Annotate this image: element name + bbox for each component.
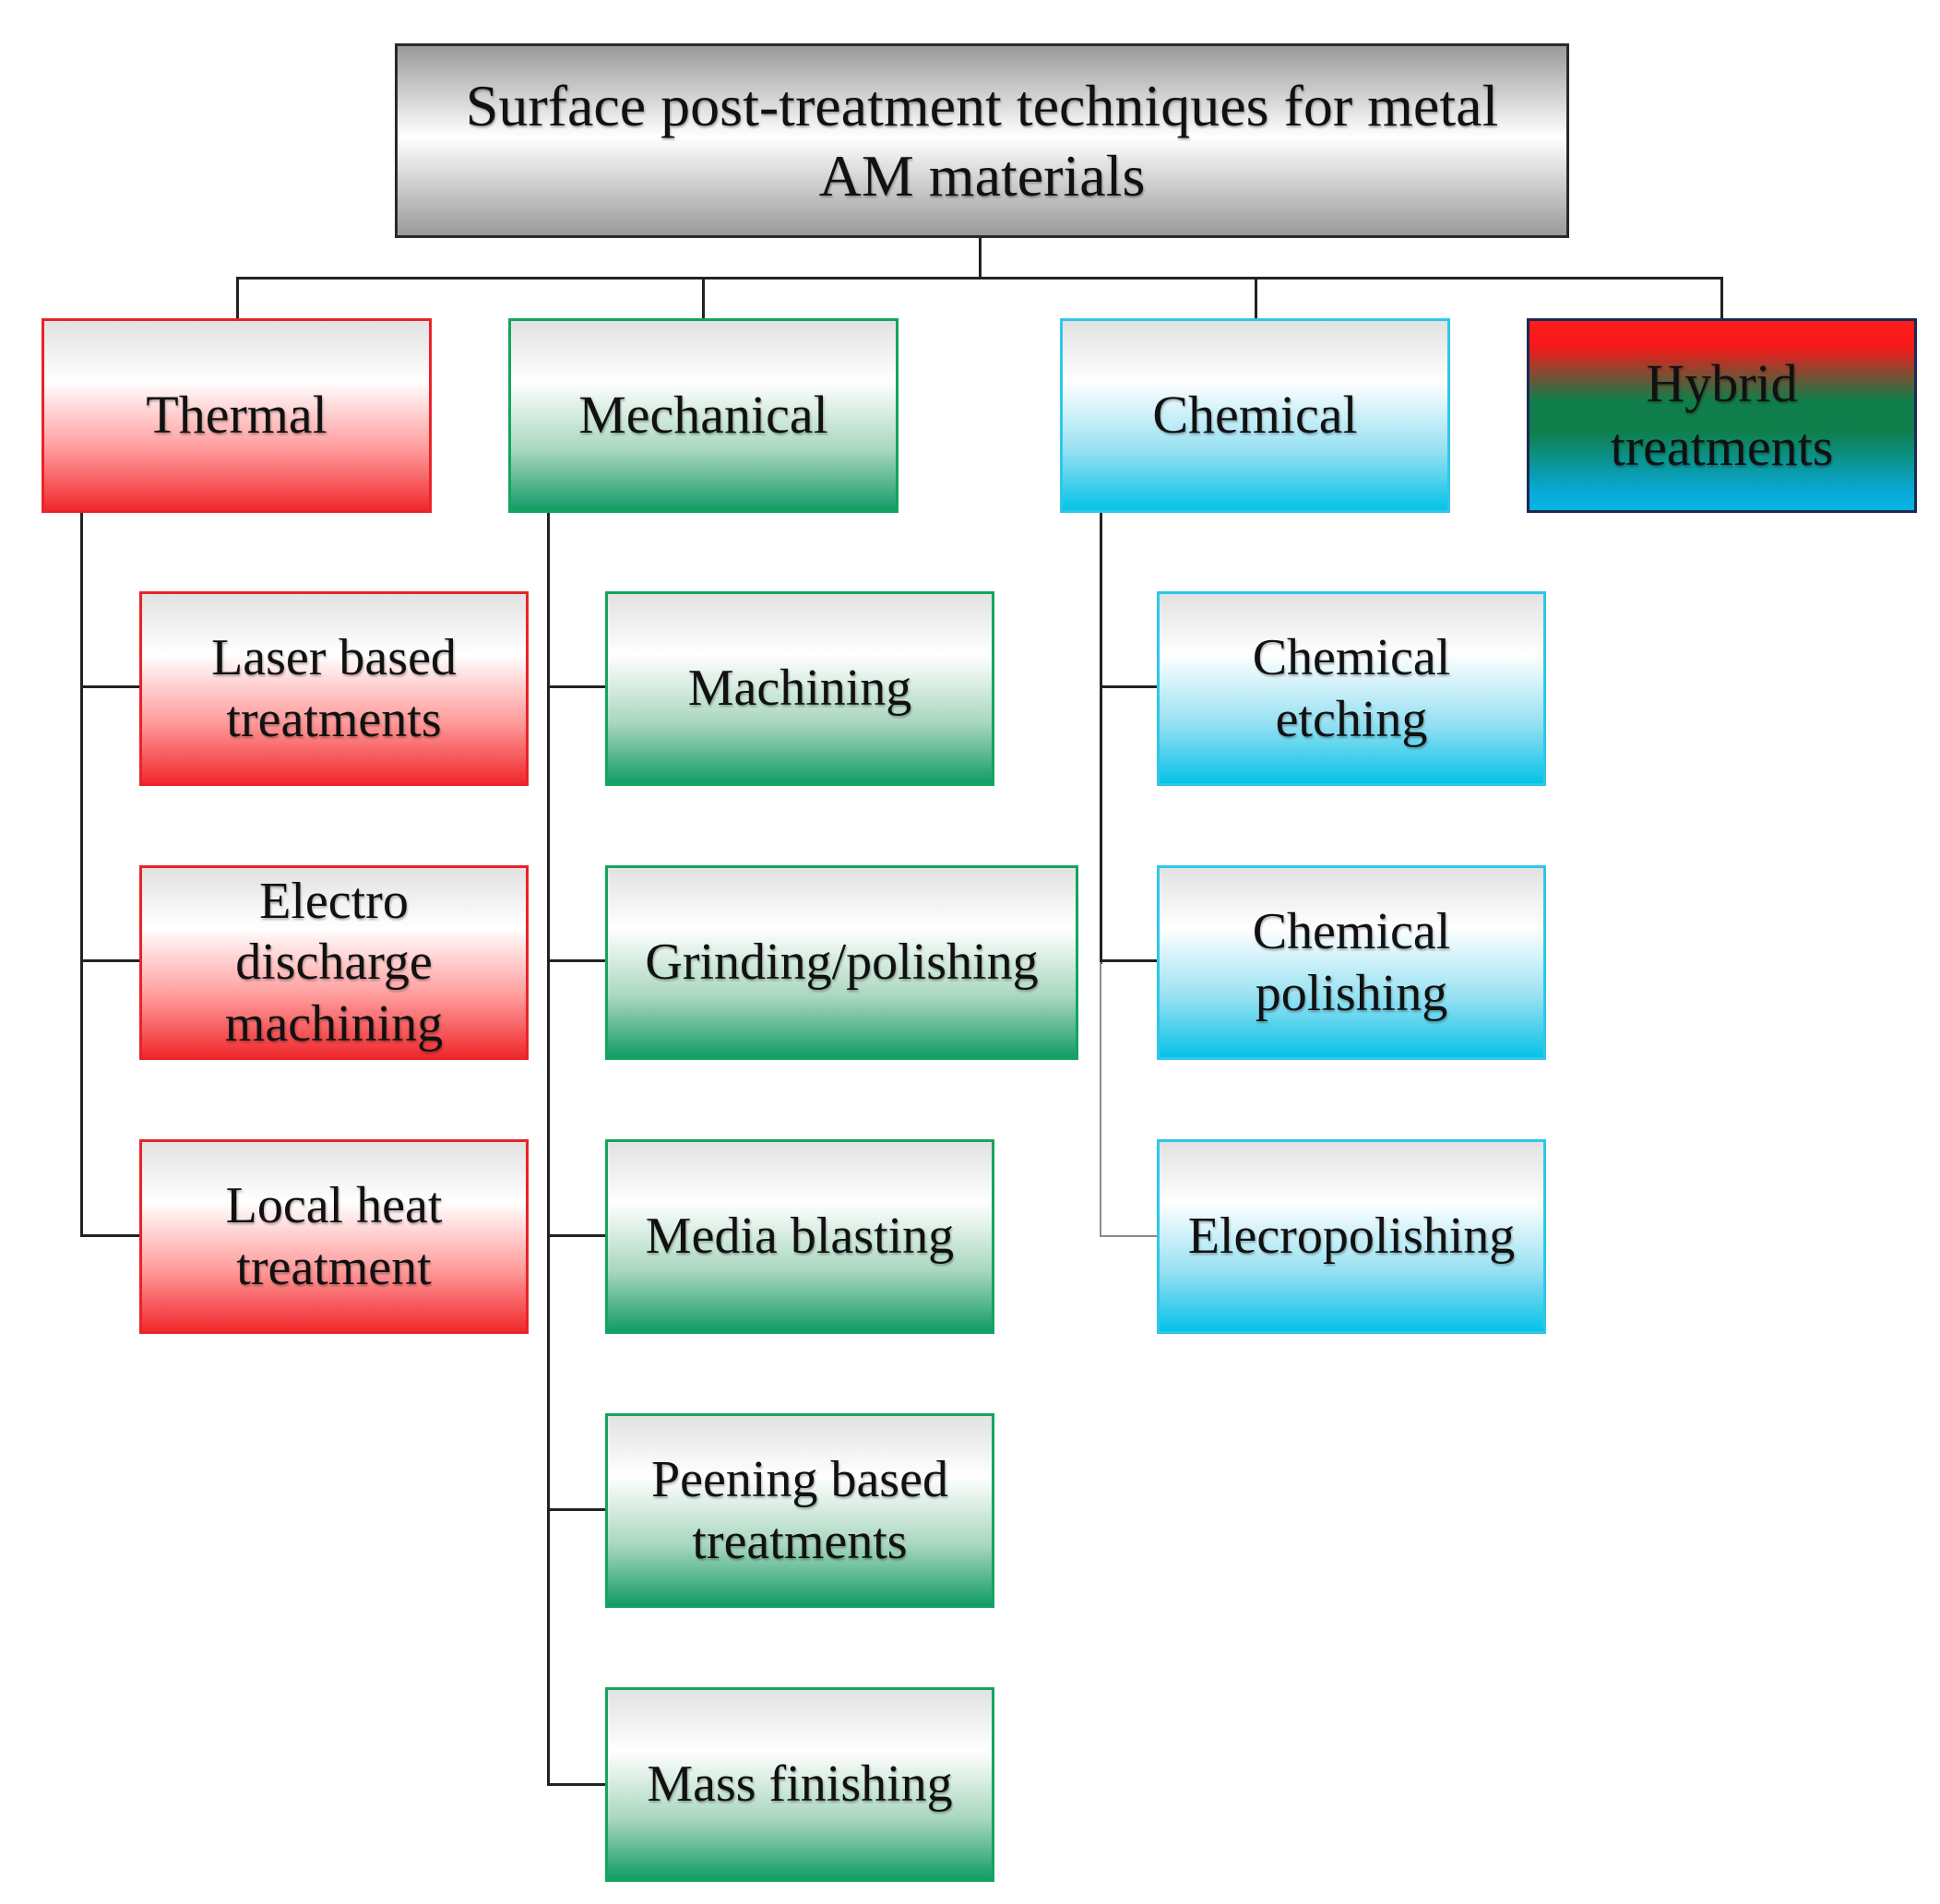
mechanical-drop-line — [702, 277, 705, 320]
item-label-line: etching — [1275, 690, 1428, 748]
thermal-item-electro-discharge-machining: Electro discharge machining — [139, 865, 529, 1060]
root-stem-line — [979, 238, 982, 280]
thermal-branch-line-1 — [80, 685, 141, 688]
thermal-label: Thermal — [146, 385, 327, 446]
item-label-line: Laser based — [211, 629, 457, 687]
thermal-spine-line — [80, 511, 83, 1237]
item-label-line: Elecropolishing — [1187, 1208, 1516, 1266]
hybrid-node: Hybrid treatments — [1527, 318, 1917, 513]
item-label-line: machining — [224, 994, 444, 1053]
root-title-line-2: AM materials — [818, 142, 1146, 208]
chemical-item-elecropolishing: Elecropolishing — [1157, 1139, 1546, 1334]
item-label-line: treatments — [692, 1512, 908, 1570]
mechanical-spine-line — [547, 511, 550, 1786]
thermal-branch-line-3 — [80, 1234, 141, 1237]
mechanical-item-mass-finishing: Mass finishing — [605, 1687, 994, 1882]
thermal-item-local-heat-treatment: Local heat treatment — [139, 1139, 529, 1334]
mechanical-branch-line-1 — [547, 685, 608, 688]
hybrid-label-line-1: Hybrid — [1646, 353, 1798, 414]
mechanical-item-peening-based-treatments: Peening based treatments — [605, 1413, 994, 1608]
mechanical-branch-line-5 — [547, 1783, 608, 1786]
thermal-drop-line — [236, 277, 239, 320]
root-title-line-1: Surface post-treatment techniques for me… — [465, 72, 1499, 138]
item-label-line: Chemical — [1252, 903, 1451, 961]
category-bus-line — [236, 277, 1723, 280]
root-node: Surface post-treatment techniques for me… — [395, 43, 1569, 238]
mechanical-node: Mechanical — [508, 318, 899, 513]
item-label-line: treatments — [226, 690, 442, 748]
item-label-line: discharge — [235, 934, 433, 992]
chemical-item-chemical-etching: Chemical etching — [1157, 591, 1546, 786]
mechanical-item-grinding-polishing: Grinding/polishing — [605, 865, 1078, 1060]
item-label-line: polishing — [1255, 964, 1448, 1022]
hybrid-label-line-2: treatments — [1610, 416, 1834, 477]
chemical-spine-line — [1100, 511, 1102, 964]
thermal-branch-line-2 — [80, 959, 141, 962]
item-label-line: treatment — [236, 1238, 432, 1296]
hybrid-drop-line — [1720, 277, 1723, 320]
mechanical-branch-line-2 — [547, 959, 608, 962]
mechanical-label: Mechanical — [578, 385, 828, 446]
chemical-branch-line-3 — [1100, 1235, 1160, 1237]
item-label-line: Media blasting — [645, 1208, 955, 1266]
chemical-branch-line-2 — [1100, 959, 1160, 962]
mechanical-branch-line-3 — [547, 1234, 608, 1237]
chemical-spine-line-lower — [1100, 962, 1101, 1237]
item-label-line: Machining — [687, 660, 912, 718]
mechanical-item-machining: Machining — [605, 591, 994, 786]
item-label-line: Local heat — [225, 1177, 443, 1235]
item-label-line: Peening based — [651, 1451, 948, 1509]
chemical-drop-line — [1255, 277, 1257, 320]
chemical-item-chemical-polishing: Chemical polishing — [1157, 865, 1546, 1060]
chemical-label: Chemical — [1152, 385, 1358, 446]
item-label-line: Chemical — [1252, 629, 1451, 687]
item-label-line: Mass finishing — [647, 1755, 953, 1814]
thermal-item-laser-based-treatments: Laser based treatments — [139, 591, 529, 786]
item-label-line: Grinding/polishing — [645, 934, 1039, 992]
chemical-branch-line-1 — [1100, 685, 1160, 688]
chemical-node: Chemical — [1060, 318, 1450, 513]
mechanical-branch-line-4 — [547, 1508, 608, 1511]
item-label-line: Electro — [259, 873, 409, 931]
mechanical-item-media-blasting: Media blasting — [605, 1139, 994, 1334]
thermal-node: Thermal — [42, 318, 432, 513]
